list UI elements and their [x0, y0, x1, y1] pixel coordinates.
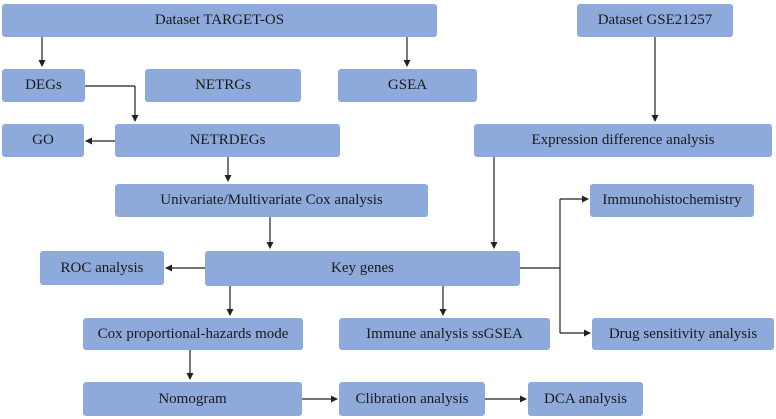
node-gsea: GSEA	[338, 69, 477, 102]
node-netrgs: NETRGs	[145, 69, 301, 102]
node-dataset-target-os: Dataset TARGET-OS	[2, 4, 437, 37]
node-cox-proportional-hazards: Cox proportional-hazards mode	[83, 318, 303, 350]
node-degs: DEGs	[2, 69, 85, 102]
node-immunohistochemistry: Immunohistochemistry	[590, 184, 754, 217]
node-clibration-analysis: Clibration analysis	[339, 382, 485, 416]
node-key-genes: Key genes	[205, 251, 520, 286]
node-dataset-gse21257: Dataset GSE21257	[577, 4, 733, 37]
node-netrdegs: NETRDEGs	[115, 124, 340, 157]
node-nomogram: Nomogram	[83, 382, 302, 416]
node-expression-difference-analysis: Expression difference analysis	[474, 124, 772, 157]
node-immune-analysis-ssgsea: Immune analysis ssGSEA	[339, 318, 550, 350]
node-roc-analysis: ROC analysis	[40, 251, 164, 285]
node-dca-analysis: DCA analysis	[528, 382, 643, 416]
node-go: GO	[2, 124, 84, 157]
node-drug-sensitivity-analysis: Drug sensitivity analysis	[592, 318, 774, 350]
node-univariate-multivariate-cox: Univariate/Multivariate Cox analysis	[115, 184, 428, 217]
